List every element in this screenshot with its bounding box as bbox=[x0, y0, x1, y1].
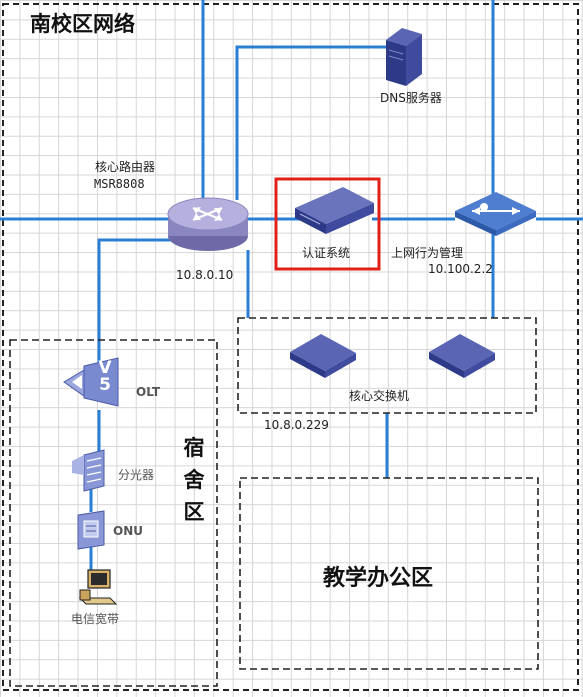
core-switch-icon-1 bbox=[290, 334, 356, 378]
auth-highlight-box bbox=[274, 177, 381, 271]
broadband-label: 电信宽带 bbox=[71, 612, 120, 626]
core-router-ip: 10.8.0.10 bbox=[176, 268, 234, 282]
behavior-management-icon bbox=[455, 192, 536, 236]
auth-system-device-icon bbox=[295, 187, 374, 234]
core-switch-ip: 10.8.0.229 bbox=[264, 418, 329, 432]
auth-system-label: 认证系统 bbox=[302, 246, 351, 260]
dns-server-icon bbox=[386, 28, 422, 86]
splitter-device-icon bbox=[72, 449, 105, 492]
core-switch-zone-boundary bbox=[237, 317, 537, 414]
dormitory-zone-boundary bbox=[9, 339, 218, 687]
dns-server-label: DNS服务器 bbox=[380, 91, 442, 105]
link-router-to-dns bbox=[235, 45, 386, 200]
core-switch-icon-2 bbox=[429, 334, 495, 378]
teaching-zone-boundary bbox=[239, 477, 539, 670]
onu-device-icon bbox=[77, 510, 105, 550]
core-switch-label: 核心交换机 bbox=[349, 389, 410, 403]
core-router-model: MSR8808 bbox=[94, 177, 145, 191]
link-router-to-olt bbox=[97, 238, 185, 362]
teaching-zone-label: 教学办公区 bbox=[323, 566, 434, 591]
behavior-management-ip: 10.100.2.2 bbox=[428, 262, 493, 276]
splitter-label: 分光器 bbox=[118, 468, 155, 482]
core-router-icon bbox=[167, 197, 249, 251]
computer-icon bbox=[78, 569, 118, 605]
olt-device-icon bbox=[63, 357, 119, 407]
core-router-name: 核心路由器 bbox=[95, 160, 156, 174]
network-links bbox=[0, 0, 583, 572]
dormitory-zone-label: 宿舍区 bbox=[183, 436, 205, 524]
olt-label: OLT bbox=[136, 385, 161, 399]
south-campus-title: 南校区网络 bbox=[30, 12, 135, 36]
onu-label: ONU bbox=[113, 524, 143, 538]
behavior-management-label: 上网行为管理 bbox=[391, 246, 464, 260]
